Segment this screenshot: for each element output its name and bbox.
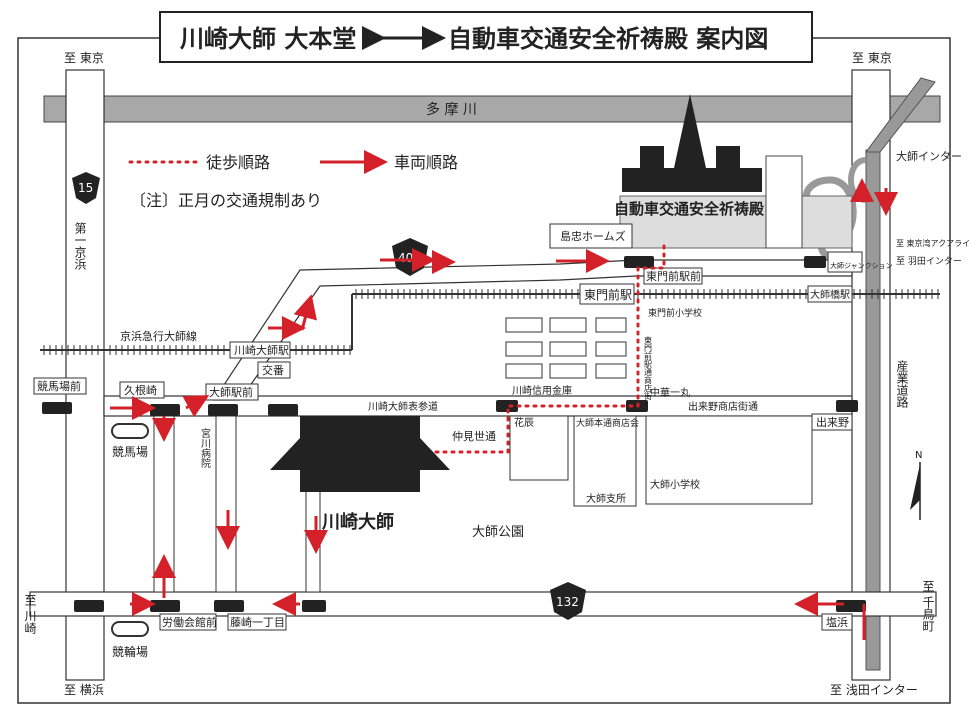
title-box <box>159 11 813 63</box>
omotesando-label: 川崎大師表参道 <box>368 400 438 413</box>
demaiya-street-label: 出来野商店街通 <box>688 400 758 413</box>
route132-road <box>29 591 937 617</box>
keirinjo-label: 競輪場 <box>112 644 148 659</box>
station-daishibashi-box <box>807 285 853 303</box>
shimachu-box <box>549 223 633 249</box>
daishi-koen-label: 大師公園 <box>472 525 524 540</box>
keibajo-label: 競馬場 <box>112 444 148 459</box>
kitoden-block <box>619 195 853 249</box>
city-blocks <box>505 317 813 507</box>
direction-yokohama: 至 横浜 <box>64 683 104 697</box>
svg-text:交番: 交番 <box>262 363 284 377</box>
wangan-label: 至 東京湾アクアライン <box>896 238 969 248</box>
direction-tokyo-left: 至 東京 <box>64 51 104 65</box>
hanaya-label: 花辰 <box>514 416 534 429</box>
daiichi-keihin-road <box>65 69 105 681</box>
direction-tokyo-right: 至 東京 <box>852 51 892 65</box>
svg-text:久根崎: 久根崎 <box>124 383 157 397</box>
station-kawasakidaishi-box <box>229 341 291 359</box>
side-road-2 <box>215 415 237 593</box>
compass-icon: N <box>910 450 922 520</box>
daishi-school-label: 大師小学校 <box>650 478 700 491</box>
station-daishibashi: 大師橋駅 <box>810 288 850 301</box>
sangyo-road-label: 産業道路 <box>895 359 909 409</box>
railway-label: 京浜急行大師線 <box>120 329 197 343</box>
route15-shield: 15 <box>72 172 100 204</box>
branch-label: 大師支所 <box>586 492 626 505</box>
svg-text:409: 409 <box>398 251 421 265</box>
svg-text:132: 132 <box>556 595 579 609</box>
svg-text:労働会館前: 労働会館前 <box>162 615 217 629</box>
hospital-label: 宮川病院 <box>199 427 211 469</box>
svg-text:大師駅前: 大師駅前 <box>209 385 253 399</box>
station-kawasakidaishi: 川崎大師駅 <box>234 343 289 357</box>
higashimonzen-school-label: 東門前小学校 <box>648 307 702 319</box>
highway-ramp <box>865 77 936 153</box>
nakaka-label: 中華一丸 <box>650 386 690 399</box>
kitoden-building-icon <box>622 94 762 192</box>
title-right: 自動車交通安全祈祷殿 案内図 <box>448 25 768 53</box>
car-route-arrows <box>110 178 898 640</box>
junction-label: 大師ジャンクション <box>830 261 893 270</box>
haneda-label: 至 羽田インター <box>896 256 962 267</box>
daiichi-keihin-label: 第一京浜 <box>73 222 87 270</box>
walk-route <box>428 244 666 454</box>
station-higashimonzen: 東門前駅 <box>584 287 632 302</box>
keirinjo-icon <box>111 621 149 637</box>
daishi-temple-icon <box>270 416 450 492</box>
shimachu-label: 島忠ホームズ <box>560 229 626 243</box>
legend-car-label: 車両順路 <box>394 153 458 172</box>
svg-text:N: N <box>915 450 922 461</box>
kitoden-label: 自動車交通安全祈祷殿 <box>614 200 765 218</box>
junction-box <box>827 251 863 273</box>
svg-text:藤崎一丁目: 藤崎一丁目 <box>230 615 285 629</box>
svg-text:塩浜: 塩浜 <box>826 615 848 629</box>
svg-text:東門前駅前: 東門前駅前 <box>646 269 701 283</box>
kitoden-annex <box>765 155 803 249</box>
shotenkai-label: 大師本通商店会 <box>576 417 639 429</box>
direction-asada: 至 浅田インター <box>830 683 918 697</box>
shopping-street-label: 東門前駅通商店街 <box>644 335 653 401</box>
legend-note: 〔注〕正月の交通規制あり <box>130 191 322 210</box>
river-label: 多 摩 川 <box>426 101 477 118</box>
legend-walk-label: 徒歩順路 <box>206 153 270 172</box>
direction-kawasaki: 至 川崎 <box>23 594 37 634</box>
station-higashimonzen-box <box>579 283 635 305</box>
svg-text:15: 15 <box>78 181 93 195</box>
nakamise-label: 仲見世通 <box>452 429 496 443</box>
shinkin-label: 川崎信用金庫 <box>512 384 572 397</box>
route132-shield: 132 <box>550 582 586 620</box>
kawasaki-daishi-label: 川崎大師 <box>321 511 394 533</box>
title-left: 川崎大師 大本堂 <box>180 25 356 53</box>
tamagawa-river <box>43 95 941 123</box>
direction-chidori: 至 千鳥町 <box>921 580 935 632</box>
keibajo-icon <box>111 423 149 439</box>
svg-text:出来野: 出来野 <box>816 415 849 429</box>
svg-text:競馬場前: 競馬場前 <box>37 379 81 393</box>
signal-labels: 競馬場前 久根崎 大師駅前 交番 東門前駅前 出来野 労働会館前 藤崎一丁目 塩… <box>33 267 853 631</box>
daishi-ic-label: 大師インター <box>896 149 962 163</box>
